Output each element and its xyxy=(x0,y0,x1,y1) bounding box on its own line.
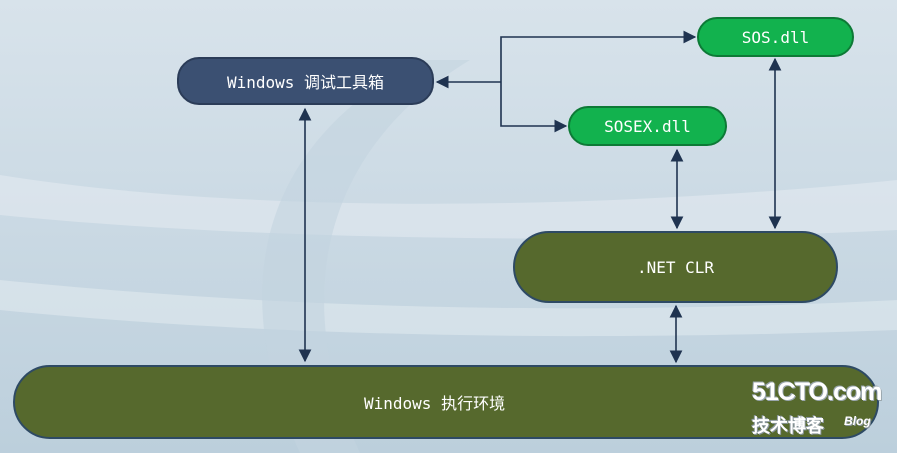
windows-execution-environment-label: Windows 执行环境 xyxy=(364,394,506,413)
site-watermark-logo: 51CTO.com 技术博客 Blog xyxy=(752,378,882,438)
windows-debugging-tools-label: Windows 调试工具箱 xyxy=(226,73,385,92)
windows-debugging-tools-node: Windows 调试工具箱 xyxy=(177,57,434,105)
watermark-site: 51CTO.com xyxy=(752,378,882,406)
sosex-dll-node: SOSEX.dll xyxy=(568,106,727,146)
dotnet-clr-label: .NET CLR xyxy=(636,257,715,277)
sos-dll-node: SOS.dll xyxy=(697,17,854,57)
sos-dll-label: SOS.dll xyxy=(741,27,810,47)
arrow-to-sosex xyxy=(500,82,568,133)
watermark-subtitle: 技术博客 xyxy=(752,416,824,436)
sosex-dll-label: SOSEX.dll xyxy=(604,116,691,136)
watermark-blog: Blog xyxy=(844,414,871,428)
arrow-to-sos xyxy=(500,30,697,82)
dotnet-clr-node: .NET CLR xyxy=(513,231,838,303)
windows-execution-environment-node: Windows 执行环境 xyxy=(13,365,879,439)
